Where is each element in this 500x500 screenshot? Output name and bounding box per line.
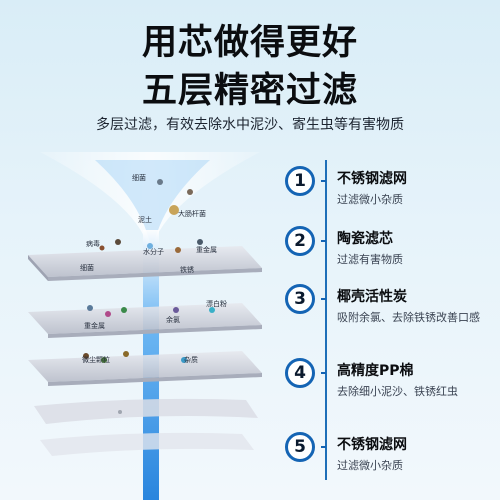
filter-layer-4 [34, 398, 258, 424]
step-description: 去除细小泥沙、铁锈红虫 [337, 385, 458, 398]
step-description: 过滤微小杂质 [337, 193, 403, 206]
step-2: 2 陶瓷滤芯 过滤有害物质 [285, 226, 500, 286]
step-connector [321, 240, 326, 242]
label-mud: 泥土 [138, 215, 152, 224]
label-impurity: 杂质 [184, 355, 198, 364]
step-number-badge: 1 [285, 166, 315, 196]
step-5: 5 不锈钢滤网 过滤微小杂质 [285, 432, 500, 492]
impurity-particles [83, 179, 215, 414]
step-number-badge: 4 [285, 358, 315, 388]
timeline-line [325, 160, 327, 480]
label-residual-chlorine: 余氯 [166, 315, 180, 324]
step-number-badge: 5 [285, 432, 315, 462]
step-connector [321, 298, 326, 300]
label-heavy-metal-2: 重金属 [84, 321, 105, 330]
step-title: 不锈钢滤网 [337, 171, 407, 187]
label-bacteria-top: 细菌 [132, 173, 146, 182]
step-title: 陶瓷滤芯 [337, 231, 393, 247]
label-virus: 病毒 [86, 239, 100, 248]
filter-layer-2 [28, 303, 262, 338]
filter-layer-5 [40, 432, 254, 456]
label-microparticle: 微尘颗粒 [82, 355, 110, 364]
page-title-second-line: 五层精密过滤 [141, 71, 358, 111]
step-description: 过滤有害物质 [337, 253, 403, 266]
step-1: 1 不锈钢滤网 过滤微小杂质 [285, 166, 500, 226]
step-connector [321, 446, 326, 448]
label-heavy-metal-1: 重金属 [196, 245, 217, 254]
label-bleach-powder: 漂白粉 [206, 299, 227, 308]
page-subtitle: 多层过滤，有效去除水中泥沙、寄生虫等有害物质 [96, 117, 404, 133]
step-number-badge: 2 [285, 226, 315, 256]
step-4: 4 高精度PP棉 去除细小泥沙、铁锈红虫 [285, 358, 500, 418]
step-title: 高精度PP棉 [337, 363, 414, 379]
step-3: 3 椰壳活性炭 吸附余氯、去除铁锈改善口感 [285, 284, 500, 344]
step-connector [321, 372, 326, 374]
label-water-molecule: 水分子 [143, 247, 164, 256]
step-number-badge: 3 [285, 284, 315, 314]
step-title: 椰壳活性炭 [337, 289, 407, 305]
filter-layer-1 [28, 246, 262, 281]
filter-layer-3 [28, 351, 262, 386]
page-title: 用芯做得更好 [141, 23, 358, 63]
water-funnel [40, 152, 260, 262]
filtration-illustration: 细菌 泥土 大肠杆菌 病毒 水分子 重金属 细菌 铁锈 重金属 余氯 漂白粉 微… [28, 152, 262, 500]
step-description: 过滤微小杂质 [337, 459, 403, 472]
label-bacteria-mid: 细菌 [80, 263, 94, 272]
step-connector [321, 180, 326, 182]
label-rust: 铁锈 [180, 265, 194, 274]
label-ecoli: 大肠杆菌 [178, 209, 206, 218]
step-title: 不锈钢滤网 [337, 437, 407, 453]
step-description: 吸附余氯、去除铁锈改善口感 [337, 311, 480, 324]
